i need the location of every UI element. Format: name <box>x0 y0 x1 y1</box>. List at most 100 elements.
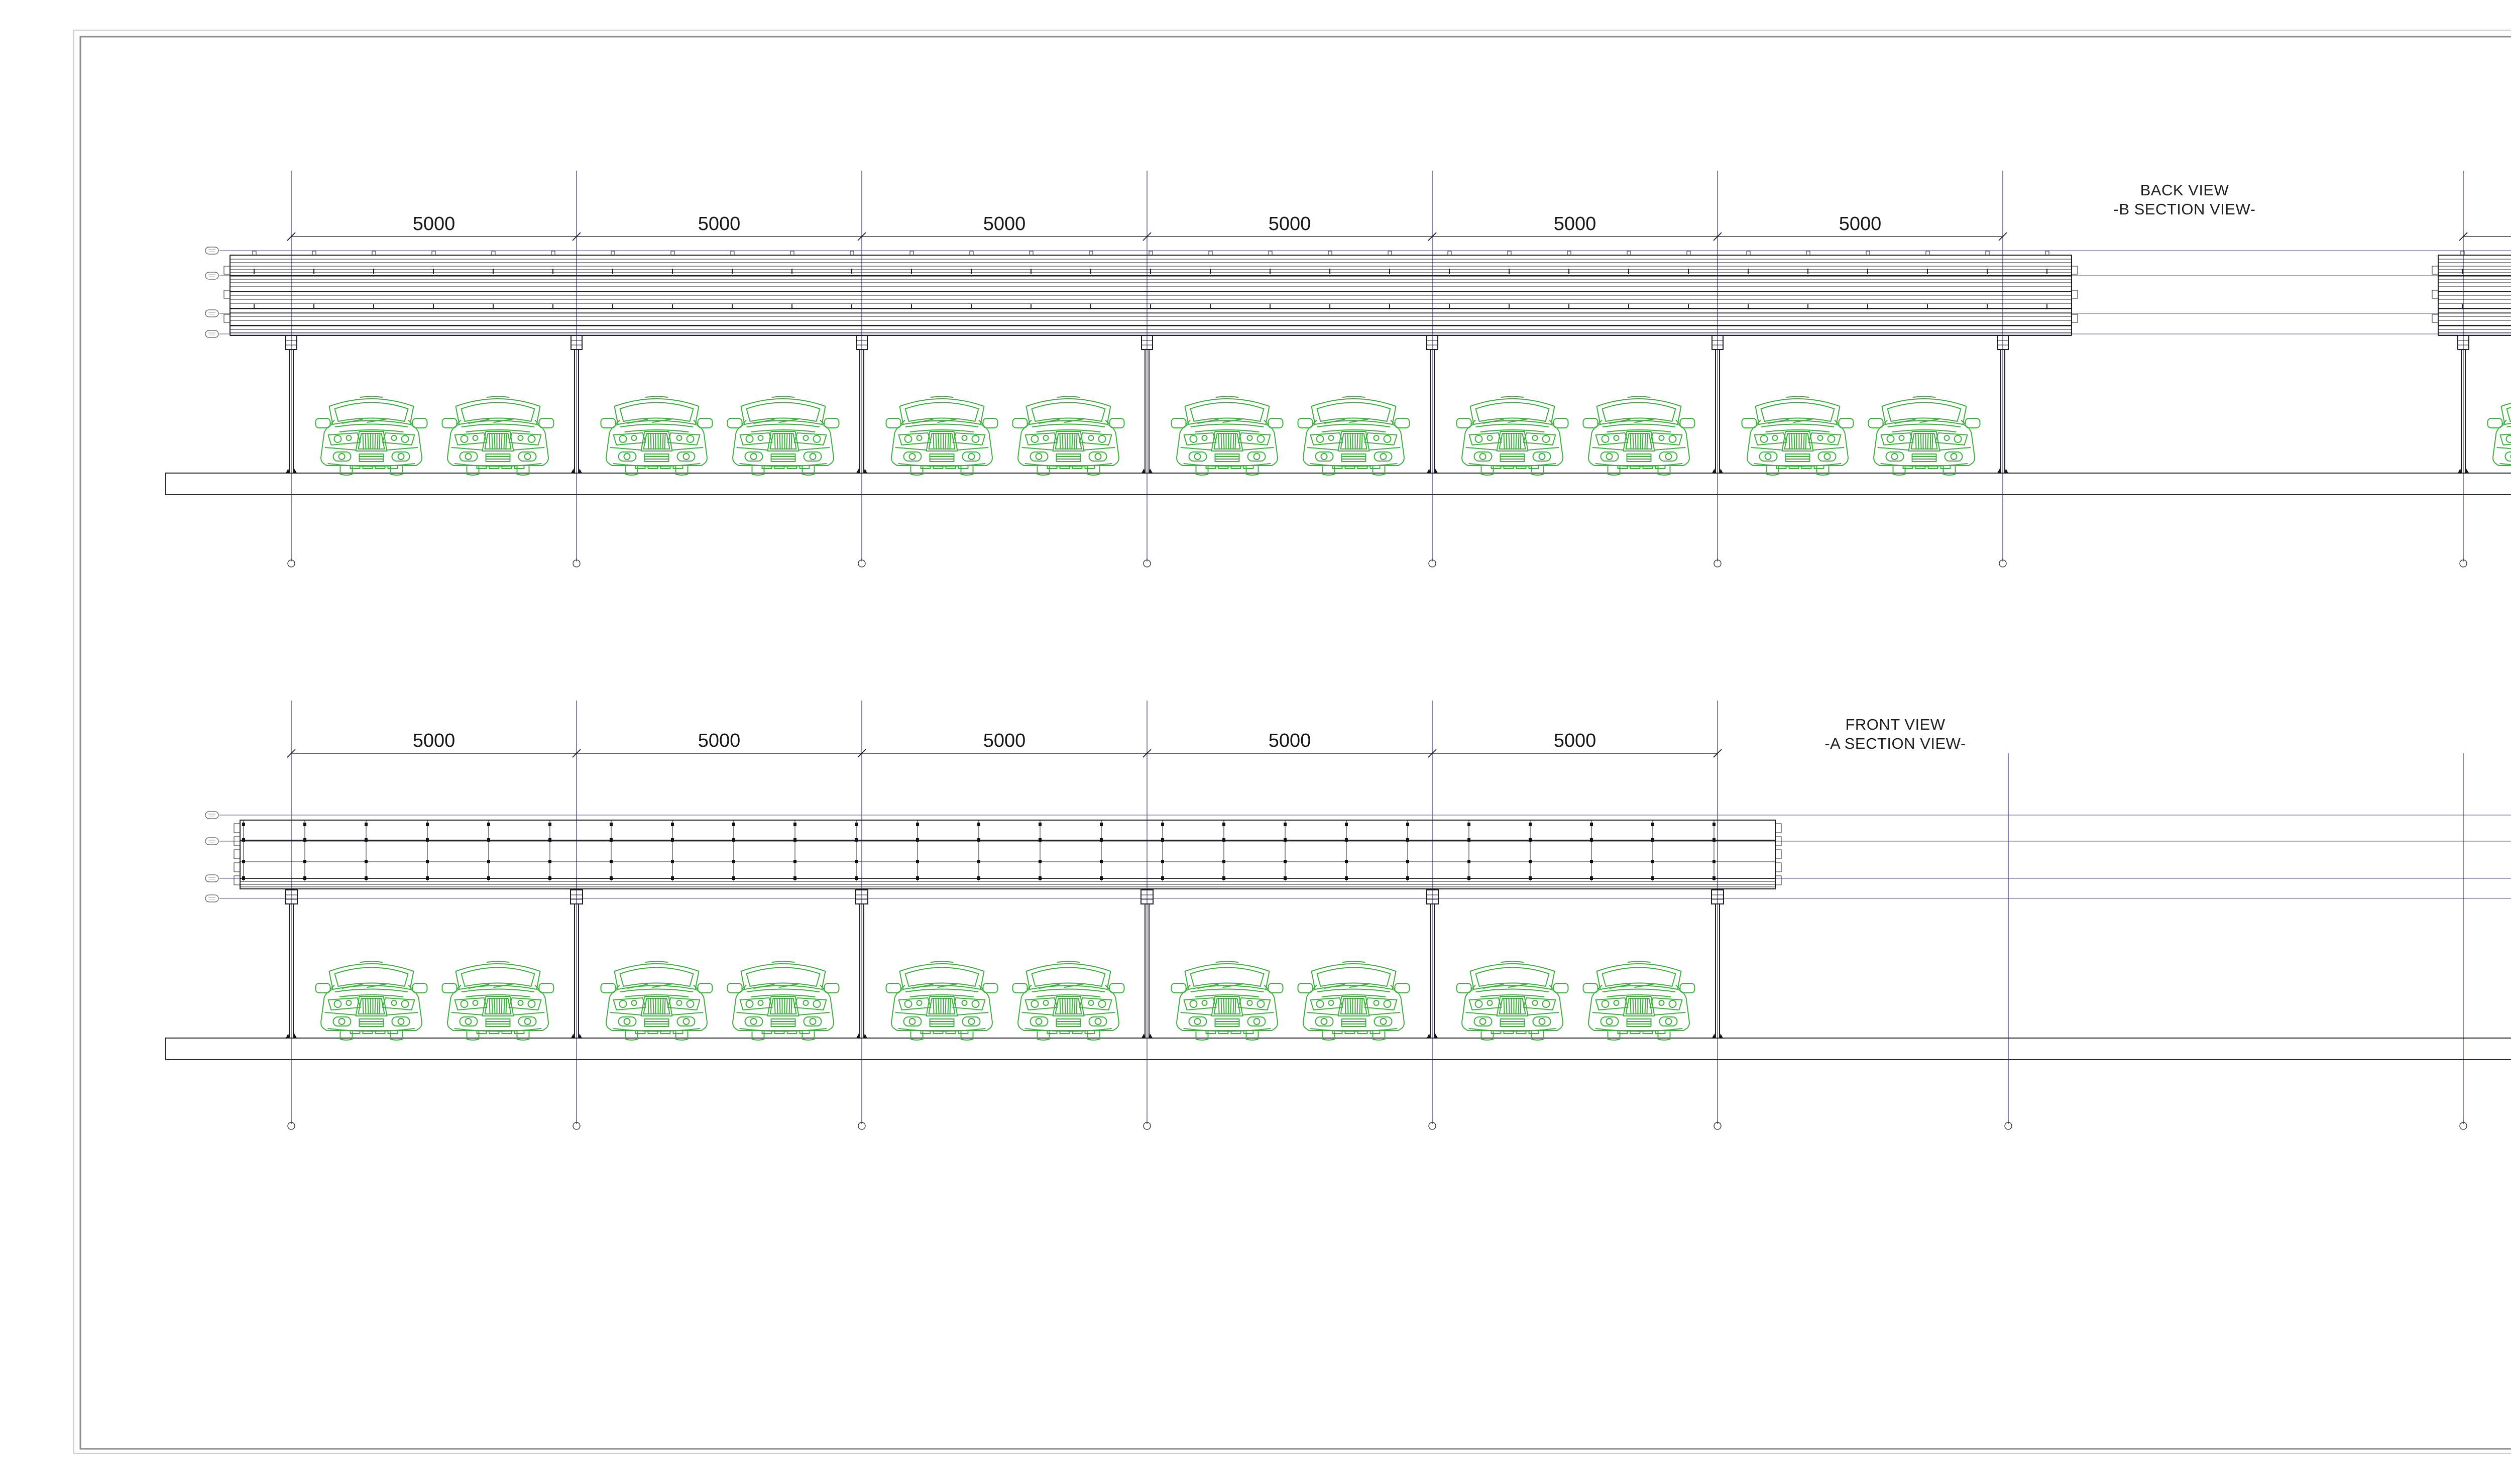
dimension-tick <box>572 232 581 241</box>
panel-clamp <box>487 838 490 842</box>
dimension-tick <box>1428 749 1437 758</box>
panel-clamp <box>1529 838 1532 842</box>
panel-clamp <box>850 251 854 256</box>
post-base-feet <box>286 1034 297 1038</box>
panel-clamp <box>670 251 675 256</box>
level-marker-oval <box>205 330 219 338</box>
dimension-label: 5000 <box>1554 213 1596 235</box>
post-base-feet <box>1712 1034 1723 1038</box>
post-cap <box>2457 335 2469 350</box>
edge-bracket <box>234 823 241 833</box>
panel-clamp <box>431 251 436 256</box>
panel-clamp <box>1406 860 1409 863</box>
car <box>1171 961 1284 1041</box>
edge-bracket <box>234 836 241 846</box>
panel-clamp <box>1100 838 1103 842</box>
panel-clamp <box>1089 251 1093 256</box>
car <box>1456 396 1569 476</box>
frame-inner <box>79 36 2511 1450</box>
edge-bracket <box>234 875 241 885</box>
dimension-tick <box>857 232 866 241</box>
car <box>1297 396 1410 476</box>
panel-clamp <box>916 876 919 880</box>
panel-clamp <box>1713 838 1716 842</box>
post-cap <box>856 335 868 350</box>
panel-clamp <box>977 838 980 842</box>
panel-clamp <box>671 860 674 863</box>
panel-clamp <box>610 823 613 826</box>
car <box>315 396 428 476</box>
dimension-tick <box>572 749 581 758</box>
structure <box>165 251 2511 1060</box>
panel-clamp <box>1284 860 1287 863</box>
panel-clamp <box>1039 823 1042 826</box>
panel-clamp <box>1713 876 1716 880</box>
dimension-tick <box>2459 232 2468 241</box>
level-marker-oval <box>205 811 219 819</box>
panel-clamp <box>1222 876 1225 880</box>
panel-clamp <box>491 251 496 256</box>
panel-clamp <box>1866 251 1870 256</box>
panel-clamp <box>303 876 306 880</box>
panel-clamp <box>1029 251 1034 256</box>
panel-clamp <box>671 838 674 842</box>
panel-clamp <box>1447 251 1452 256</box>
panel-clamp <box>426 876 429 880</box>
panel-clamp <box>1222 860 1225 863</box>
dimension-label: 5000 <box>413 730 455 751</box>
dimension-tick <box>287 232 296 241</box>
panel-clamp <box>977 823 980 826</box>
panel-clamp <box>855 823 858 826</box>
panel-clamp <box>1713 860 1716 863</box>
panel-clamp <box>1328 251 1332 256</box>
panel-clamp <box>1345 860 1348 863</box>
front-view-title: FRONT VIEW -A SECTION VIEW- <box>1824 715 1966 753</box>
panel-clamp <box>548 876 551 880</box>
dimension-label: 5000 <box>698 213 741 235</box>
edge-bracket <box>2432 290 2439 299</box>
edge-bracket <box>1775 875 1782 885</box>
post-cap <box>1140 889 1154 904</box>
post-base-feet <box>286 469 297 473</box>
panel-clamp <box>487 876 490 880</box>
ground-slab <box>165 473 2511 495</box>
edge-bracket <box>1775 862 1782 872</box>
panel-clamp <box>1467 860 1470 863</box>
dimension-label: 5000 <box>983 730 1026 751</box>
post-cap <box>570 889 583 904</box>
panel-clamp <box>977 860 980 863</box>
back-view-title-line2: -B SECTION VIEW- <box>2113 200 2256 218</box>
panel-clamp <box>1345 838 1348 842</box>
dimension-tick <box>857 749 866 758</box>
post-cap <box>1426 335 1438 350</box>
panel-clamp <box>793 823 796 826</box>
panel-clamp <box>1529 823 1532 826</box>
dimension-tick <box>1713 232 1722 241</box>
post-base-feet <box>2458 469 2469 473</box>
panel-clamp <box>242 860 245 863</box>
panel-clamp <box>372 251 376 256</box>
panel-clamp <box>1345 876 1348 880</box>
post-cap <box>285 335 297 350</box>
panel-clamp <box>1529 860 1532 863</box>
grid-axes <box>287 171 2467 1130</box>
panel-clamp <box>242 838 245 842</box>
edge-bracket <box>223 314 231 323</box>
panel-clamp <box>548 838 551 842</box>
panel-clamp <box>916 860 919 863</box>
panel-clamp <box>1590 838 1593 842</box>
panel-clamp <box>730 251 735 256</box>
post-base-feet <box>1142 469 1153 473</box>
car <box>727 961 840 1041</box>
post-cap <box>1426 889 1439 904</box>
edge-bracket <box>2071 290 2078 299</box>
panel-clamp <box>793 860 796 863</box>
panel-clamp <box>1100 876 1103 880</box>
panel-clamp <box>1284 876 1287 880</box>
dimension-label: 5000 <box>1269 730 1311 751</box>
post-cap <box>285 889 298 904</box>
panel-clamp <box>1268 251 1273 256</box>
panel-clamp <box>365 860 368 863</box>
